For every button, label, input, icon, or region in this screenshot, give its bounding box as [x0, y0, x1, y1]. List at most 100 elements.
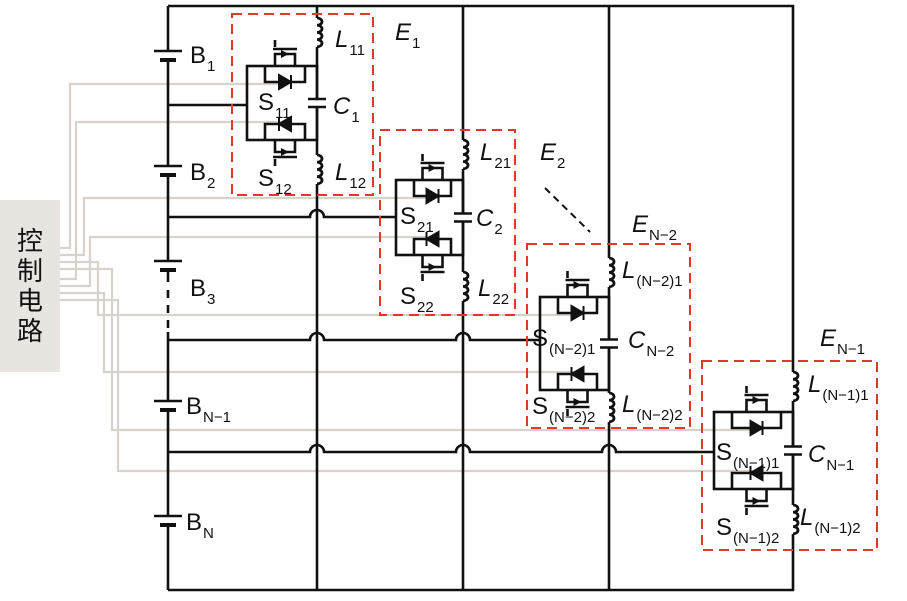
module-boundary: [231, 13, 374, 196]
control-char: 路: [17, 317, 43, 347]
battery-icon: [154, 514, 182, 527]
battery-label: BN: [186, 509, 214, 542]
inductor-label: L12: [335, 159, 366, 192]
inductor-label-sub: 21: [494, 155, 511, 172]
inductor-label-sub: (N−1)1: [822, 387, 868, 404]
battery-label: B3: [190, 275, 215, 308]
module-label: EN−1: [820, 325, 865, 358]
module-boundary: [701, 360, 878, 551]
feed-wire: [168, 208, 396, 219]
mosfet-switch-icon: [556, 271, 599, 322]
battery-label-sub: N: [203, 525, 214, 542]
battery-label: B2: [190, 159, 215, 192]
module-label-base: E: [395, 19, 412, 46]
module-label-sub: 2: [557, 155, 565, 172]
module-1: [231, 13, 374, 196]
switch-label: S(N−2)2: [532, 393, 595, 426]
battery-icon: [154, 164, 182, 177]
control-wires: [60, 82, 757, 473]
switch-label-base: S: [258, 165, 274, 192]
switch-label-sub: (N−1)1: [733, 455, 779, 472]
capacitor-label: CN−1: [808, 441, 854, 474]
module-label: EN−2: [632, 211, 677, 244]
switch-label-sub: 22: [417, 299, 434, 316]
inductor-label-base: L: [808, 371, 821, 398]
battery-label-base: B: [190, 159, 206, 186]
module-label: E2: [540, 139, 565, 172]
gate-control-wire: [60, 298, 757, 473]
battery-label: BN−1: [186, 393, 231, 426]
module-3: [526, 243, 691, 429]
battery-label-base: B: [186, 393, 202, 420]
switch-label: S12: [258, 165, 292, 198]
module-4: [701, 360, 878, 551]
capacitor-label-base: C: [808, 441, 826, 468]
battery-label-sub: 2: [207, 175, 215, 192]
module-2: [379, 129, 516, 316]
inductor-label-base: L: [622, 391, 635, 418]
feed-wire: [168, 443, 714, 454]
module-label: E1: [395, 19, 420, 52]
control-char: 控: [17, 227, 43, 257]
gate-control-wire: [60, 120, 285, 281]
inductor-label-sub: (N−2)2: [636, 407, 682, 424]
mosfet-switch-icon: [730, 386, 783, 437]
inductor-label-base: L: [622, 257, 635, 284]
switch-label: S(N−1)2: [716, 514, 779, 547]
capacitor-label-base: C: [628, 327, 646, 354]
capacitor-label: CN−2: [628, 327, 674, 360]
module-label-base: E: [632, 211, 649, 238]
module-label-base: E: [540, 139, 557, 166]
inductor-label-sub: (N−1)2: [814, 520, 860, 537]
switch-label-sub: (N−2)1: [549, 341, 595, 358]
capacitor-label-base: C: [333, 93, 351, 120]
inductor-label-sub: 22: [492, 291, 509, 308]
battery-label-sub: 1: [207, 58, 215, 75]
battery-label-base: B: [190, 42, 206, 69]
capacitor-label: C2: [476, 205, 503, 238]
switch-label-sub: 11: [275, 105, 291, 122]
inductor-label-base: L: [335, 159, 348, 186]
battery-icon: [154, 49, 182, 62]
capacitor-icon: [784, 445, 802, 456]
module-boundary: [379, 129, 516, 316]
module-boundary: [526, 243, 691, 429]
inductor-label-sub: 12: [349, 175, 366, 192]
gate-control-wire: [60, 196, 433, 257]
switch-label-base: S: [532, 393, 548, 420]
battery-label-sub: N−1: [203, 409, 231, 426]
gate-control-wire: [60, 235, 433, 288]
switch-label-base: S: [532, 325, 548, 352]
battery-label-base: B: [190, 275, 206, 302]
inductor-label-base: L: [335, 26, 348, 53]
inductor-label: L21: [480, 139, 511, 172]
inductor-label: L22: [478, 275, 509, 308]
capacitor-label-sub: 2: [494, 221, 502, 238]
switch-label-base: S: [400, 283, 416, 310]
inductor-label-sub: 11: [349, 42, 365, 59]
inductor-label: L(N−1)2: [800, 504, 861, 537]
switch-label-base: S: [258, 89, 274, 116]
switch-label: S21: [400, 203, 434, 236]
switch-label-sub: (N−1)2: [733, 530, 779, 547]
gate-control-wire: [60, 267, 757, 432]
inductor-label-base: L: [480, 139, 493, 166]
gate-control-wire: [60, 82, 285, 250]
switch-label-sub: (N−2)2: [549, 409, 595, 426]
mosfet-switch-icon: [412, 154, 453, 205]
module-label-sub: 1: [412, 35, 420, 52]
gate-control-wire: [60, 260, 578, 317]
gate-control-wire: [60, 291, 578, 374]
mosfet-switch-icon: [556, 365, 599, 416]
battery-label-base: B: [186, 509, 202, 536]
capacitor-icon: [600, 338, 618, 349]
mosfet-switch-icon: [412, 230, 453, 281]
switch-label-sub: 12: [275, 181, 292, 198]
switch-label: S(N−2)1: [532, 325, 595, 358]
mosfet-switch-icon: [263, 40, 307, 91]
feed-wire: [168, 331, 540, 342]
mosfet-switch-icon: [730, 464, 783, 515]
inductor-label-base: L: [800, 504, 813, 531]
